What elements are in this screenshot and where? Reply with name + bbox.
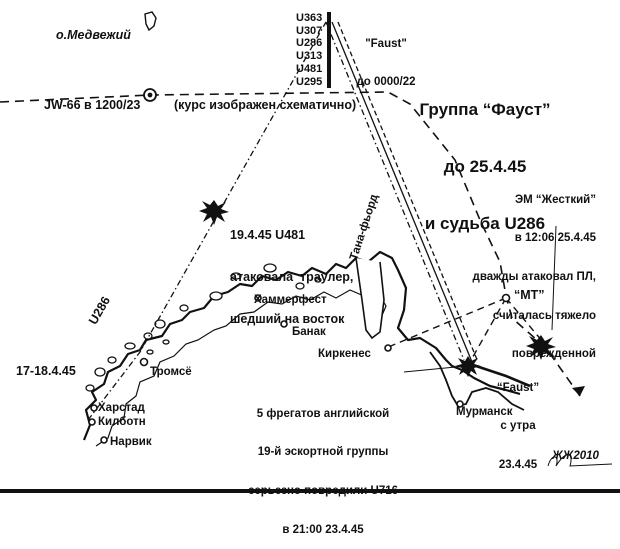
boat-item: U363 [296,12,323,24]
faust-track-b [331,21,473,363]
destroyer-note: ЭМ “Жесткий” в 12:06 25.4.45 дважды атак… [472,193,596,361]
mt-point [501,293,511,303]
bear-island-label: о.Медвежий [56,28,131,42]
boat-item: U313 [296,50,323,63]
faust-track-c [337,21,479,363]
convoy-position-marker [143,88,157,102]
attack-marker-destroyer [526,335,556,360]
convoy-arrow [572,386,585,396]
boat-list: U363 U307 U286 U313 U481 U295 [296,12,322,88]
place-hammerfest: Хаммерфест [254,294,327,306]
tana-fjord [355,257,385,340]
faust-position-label: “Faust” с утра 23.4.45 [496,381,540,471]
place-tromso: Тромсё [150,366,192,378]
u286-final-track [469,362,531,388]
boat-item: U481 [296,62,323,75]
map-canvas [0,11,613,467]
boat-item: U307 [296,24,323,37]
place-kirkenes: Киркенес [318,348,371,360]
convoy-note: (курс изображен схематично) [174,98,357,112]
kola-coast [429,351,525,411]
place-banak: Банак [292,326,326,338]
place-narvik: Нарвик [110,436,152,448]
frigates-note: 5 фрегатов английской 19-й эскортной гру… [248,407,398,536]
place-harstad: Харстад [98,402,145,414]
signature: ЖЖ2010 [552,450,599,462]
convoy-route [0,91,581,397]
place-murmansk: Мурманск [456,406,513,418]
attack-marker-u481 [199,200,229,225]
convoy-label: JW-66 в 1200/23 [44,98,141,112]
coastline [82,250,521,441]
mt-label: “МТ” [514,288,545,302]
destroyer-leader [551,225,557,331]
date-label-1718: 17-18.4.45 [16,364,76,378]
faust-group-label: "Faust" до 0000/22 [356,37,416,89]
u286-track [87,21,327,421]
port-markers [88,294,464,444]
boat-item: U286 [296,37,323,50]
coastal-islands [85,263,322,392]
signature-scribble [547,454,613,467]
attack-marker-frigates [455,356,481,377]
u481-attack-note: 19.4.45 U481 атаковала траулер, шедший н… [230,228,354,326]
boat-item: U295 [296,75,323,88]
frigates-leader [403,365,467,373]
place-kilbotn: Килботн [98,416,146,428]
coastline-inner [95,289,387,447]
map-title: Группа “Фауст” до 25.4.45 и судьба U286 [419,100,551,234]
bear-island-shape [144,11,157,32]
boat-column-bar [327,12,331,88]
bottom-rule [0,489,620,493]
